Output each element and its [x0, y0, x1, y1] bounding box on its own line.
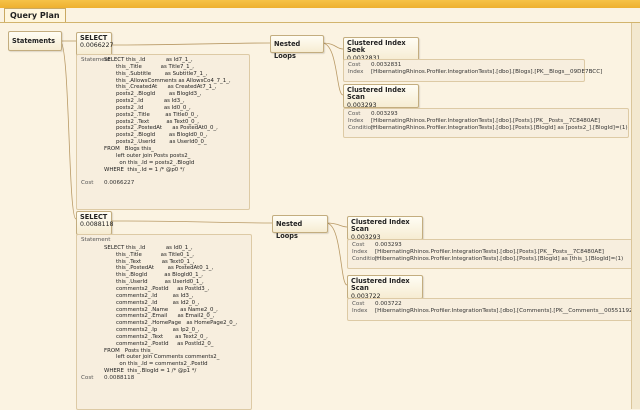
scan-3-cost: 0.003722 — [351, 292, 381, 300]
scan-3-detail: Cost 0.003722 Index [HibernatingRhinos.Pro… — [347, 298, 639, 321]
scan-1-cost-label: Cost — [348, 111, 361, 117]
tab-query-plan[interactable]: Query Plan — [4, 8, 66, 23]
scan-2-index-value: [HibernatingRhinos.Profiler.IntegrationT… — [375, 248, 604, 255]
scan-1-condition-label: Condition — [348, 124, 375, 131]
scan-2-title: Clustered Index Scan — [351, 218, 410, 234]
scan-1-title: Clustered Index Scan — [347, 86, 406, 102]
scan-3-cost-value: 0.003722 — [375, 301, 402, 307]
scan-3-index-label: Index — [352, 307, 368, 314]
statement-2-cost-label: Cost — [81, 374, 94, 381]
select-1-title: SELECT — [80, 34, 108, 42]
seek-cost-label: Cost — [348, 62, 361, 68]
clustered-index-scan-node-1[interactable]: Clustered Index Scan 0.003293 — [343, 84, 419, 109]
statement-1-cost-label: Cost — [81, 180, 94, 187]
select-1-cost: 0.0066227 — [80, 42, 114, 50]
scan-1-cost: 0.003293 — [347, 101, 377, 109]
scan-3-index-value: [HibernatingRhinos.Profiler.IntegrationT… — [375, 307, 635, 314]
statement-1-label: Statement — [81, 57, 111, 63]
statement-2-label: Statement — [81, 237, 111, 243]
select-node-1[interactable]: SELECT 0.0066227 — [76, 32, 114, 56]
seek-index-label: Index — [348, 68, 364, 75]
scan-1-index-value: [HibernatingRhinos.Profiler.IntegrationT… — [371, 117, 600, 124]
scan-1-detail: Cost 0.003293 Index [HibernatingRhinos.Pro… — [343, 108, 629, 138]
nested-loops-1-title: Nested Loops — [274, 40, 301, 60]
scan-1-condition-value: [HibernatingRhinos.Profiler.IntegrationT… — [371, 124, 628, 131]
statement-2-cost: 0.0088118 — [104, 374, 135, 381]
plan-connectors — [59, 40, 348, 286]
statement-2-detail: Statement SELECT this_.Id as Id0_1_, thi… — [76, 234, 252, 410]
scan-2-condition-label: Condition — [352, 255, 379, 262]
scan-2-cost-value: 0.003293 — [375, 242, 402, 248]
statements-node[interactable]: Statements — [8, 31, 62, 51]
scan-2-condition-value: [HibernatingRhinos.Profiler.IntegrationT… — [375, 255, 624, 262]
scan-3-title: Clustered Index Scan — [351, 277, 410, 293]
seek-cost-value: 0.0032831 — [371, 62, 402, 68]
nested-loops-node-1[interactable]: Nested Loops — [270, 35, 324, 60]
tab-divider — [0, 22, 640, 23]
statement-1-detail: Statement SELECT this_.Id as Id7_1_, thi… — [76, 54, 250, 210]
scan-1-index-label: Index — [348, 117, 364, 124]
seek-title: Clustered Index Seek — [347, 39, 406, 55]
select-2-cost: 0.0088118 — [80, 221, 114, 229]
statement-2-sql: SELECT this_.Id as Id0_1_, this_.Title a… — [104, 244, 238, 375]
vertical-scrollbar[interactable] — [631, 23, 640, 409]
select-2-title: SELECT — [80, 213, 108, 221]
scan-2-cost-label: Cost — [352, 242, 365, 248]
statement-1-cost: 0.0066227 — [104, 180, 135, 187]
seek-index-value: [HibernatingRhinos.Profiler.IntegrationT… — [371, 68, 603, 75]
statement-1-sql: SELECT this_.Id as Id7_1_, this_.Title a… — [104, 57, 231, 173]
scan-3-cost-label: Cost — [352, 301, 365, 307]
scan-1-cost-value: 0.003293 — [371, 111, 398, 117]
nested-loops-node-2[interactable]: Nested Loops — [272, 215, 328, 240]
scan-2-cost: 0.003293 — [351, 233, 381, 241]
seek-detail: Cost 0.0032831 Index [HibernatingRhinos.Pr… — [343, 59, 602, 82]
statements-title: Statements — [12, 37, 56, 45]
query-plan-panel: Statements SELECT 0.0066227 Statement SE… — [0, 23, 640, 410]
seek-cost: 0.0032831 — [347, 55, 415, 62]
clustered-index-scan-node-2[interactable]: Clustered Index Scan 0.003293 — [347, 216, 423, 241]
scan-2-detail: Cost 0.003293 Index [HibernatingRhinos.Pro… — [347, 239, 639, 269]
window-header-band — [0, 0, 640, 8]
scan-2-index-label: Index — [352, 248, 368, 255]
select-node-2[interactable]: SELECT 0.0088118 — [76, 211, 114, 235]
clustered-index-seek-node[interactable]: Clustered Index Seek 0.0032831 — [343, 37, 419, 62]
clustered-index-scan-node-3[interactable]: Clustered Index Scan 0.003722 — [347, 275, 423, 300]
nested-loops-2-title: Nested Loops — [276, 220, 303, 240]
